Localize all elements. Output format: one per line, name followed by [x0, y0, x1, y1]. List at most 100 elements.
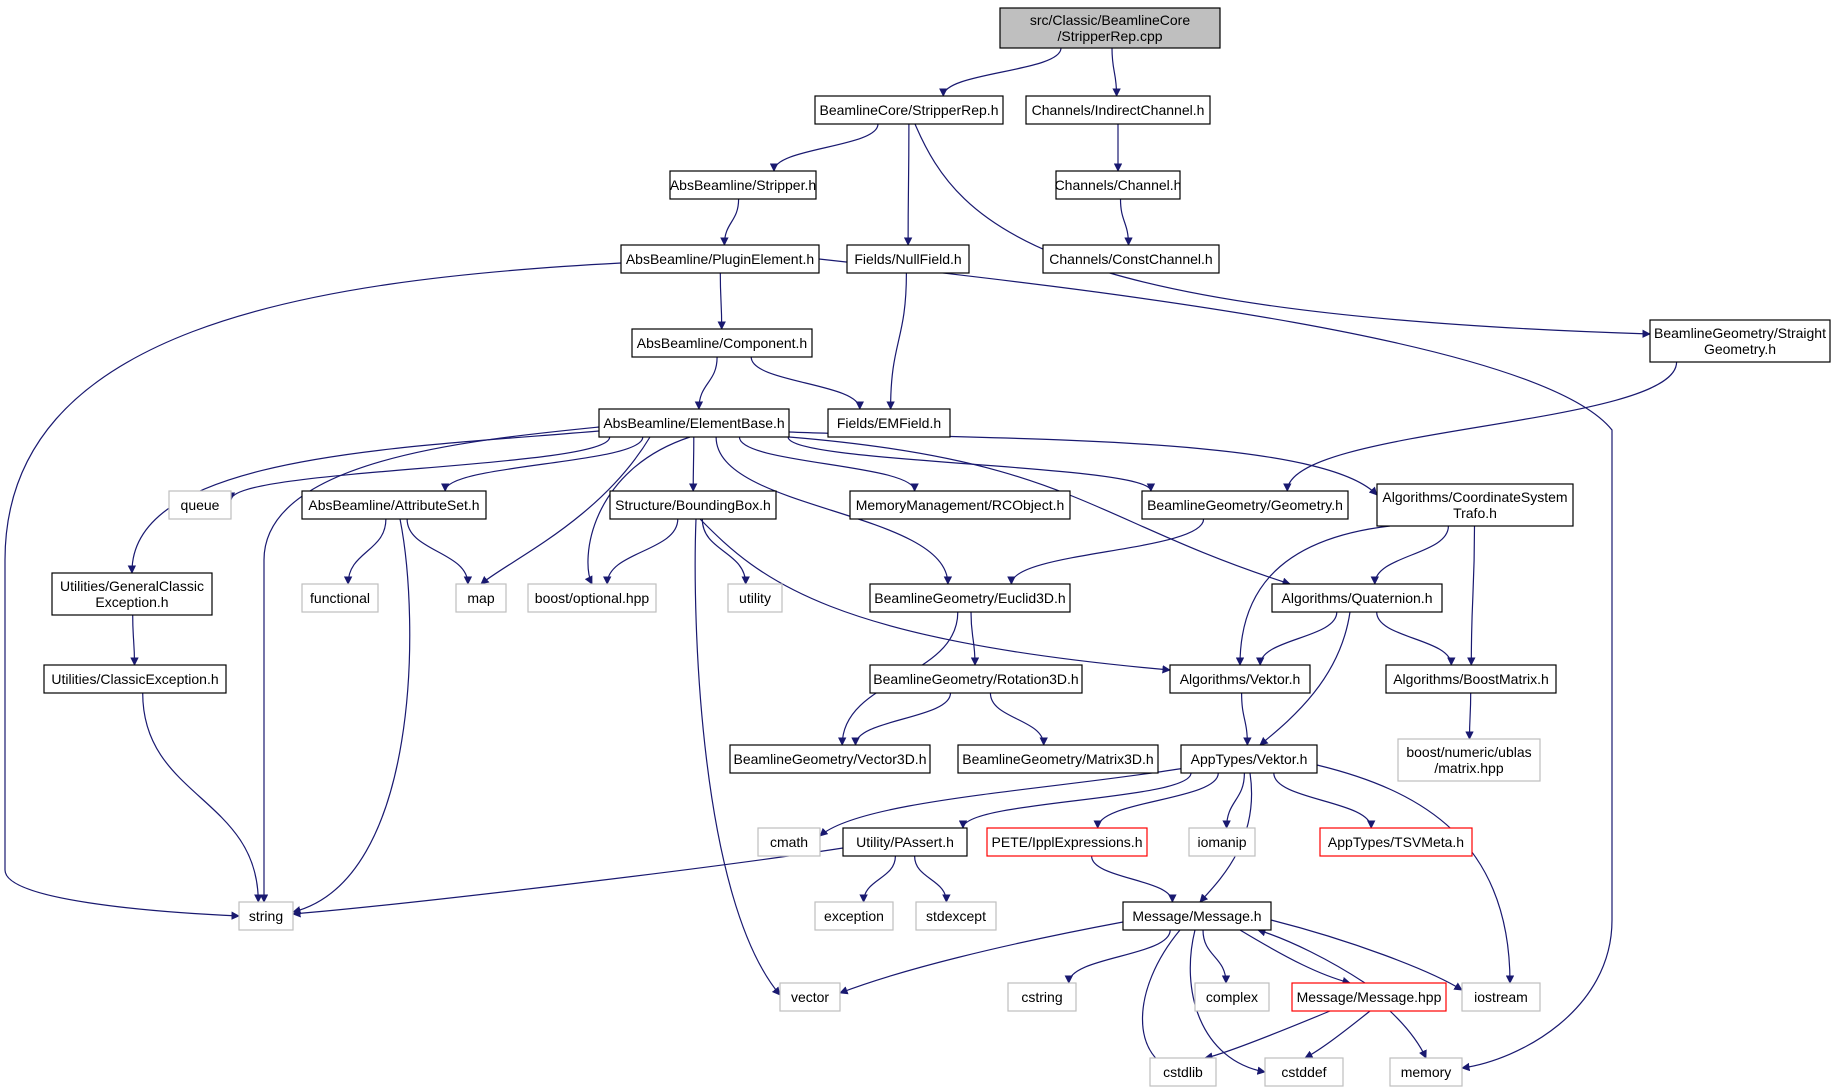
node-label: queue — [181, 497, 220, 513]
node-boundingbox[interactable]: Structure/BoundingBox.h — [609, 490, 777, 520]
node-utility: utility — [727, 583, 783, 613]
edge-message_hpp-to-message_h — [1257, 928, 1366, 984]
node-queue: queue — [168, 490, 232, 520]
node-constchannel[interactable]: Channels/ConstChannel.h — [1042, 244, 1220, 274]
node-box — [814, 901, 894, 931]
node-emfield[interactable]: Fields/EMField.h — [827, 408, 951, 438]
node-label: AbsBeamline/ElementBase.h — [603, 415, 784, 431]
node-matrix3d[interactable]: BeamlineGeometry/Matrix3D.h — [957, 744, 1159, 774]
edge-straightgeom-to-geometry — [1283, 361, 1678, 492]
node-component[interactable]: AbsBeamline/Component.h — [631, 328, 813, 358]
node-box — [846, 244, 970, 274]
node-box — [814, 95, 1004, 125]
node-label: boost/numeric/ublas — [1406, 744, 1531, 760]
node-iostream: iostream — [1461, 982, 1541, 1012]
node-vector3d[interactable]: BeamlineGeometry/Vector3D.h — [729, 744, 931, 774]
node-box — [842, 827, 968, 857]
node-label: Algorithms/CoordinateSystem — [1382, 489, 1567, 505]
edge-message_h-to-cstddef — [1189, 929, 1266, 1075]
node-rotation3d[interactable]: BeamlineGeometry/Rotation3D.h — [869, 664, 1083, 694]
node-complex: complex — [1194, 982, 1270, 1012]
node-geometry[interactable]: BeamlineGeometry/Geometry.h — [1141, 490, 1349, 520]
node-attributeset[interactable]: AbsBeamline/AttributeSet.h — [301, 490, 487, 520]
node-message-h[interactable]: Message/Message.h — [1122, 901, 1272, 931]
node-label: exception — [824, 908, 884, 924]
node-box — [1122, 901, 1272, 931]
node-box — [669, 170, 817, 200]
node-box — [51, 572, 213, 616]
node-box — [779, 982, 841, 1012]
node-indirectchannel[interactable]: Channels/IndirectChannel.h — [1025, 95, 1211, 125]
node-box — [1291, 982, 1447, 1012]
node-label: AppTypes/TSVMeta.h — [1328, 834, 1464, 850]
node-channel-h[interactable]: Channels/Channel.h — [1055, 170, 1182, 200]
node-label: iostream — [1474, 989, 1528, 1005]
node-box — [1319, 827, 1473, 857]
node-label: AbsBeamline/AttributeSet.h — [308, 497, 479, 513]
node-label: AbsBeamline/Stripper.h — [670, 177, 816, 193]
node-pluginelement[interactable]: AbsBeamline/PluginElement.h — [620, 244, 820, 274]
node-ipplexpr[interactable]: PETE/IpplExpressions.h — [986, 827, 1148, 857]
edge-pluginelement-to-memory — [818, 258, 1613, 1072]
node-tsvmeta[interactable]: AppTypes/TSVMeta.h — [1319, 827, 1473, 857]
node-label: iomanip — [1197, 834, 1246, 850]
node-stripperrep-h[interactable]: BeamlineCore/StripperRep.h — [814, 95, 1004, 125]
node-iomanip: iomanip — [1188, 827, 1256, 857]
node-box — [1025, 95, 1211, 125]
edge-attributeset-to-map — [406, 518, 473, 585]
node-ublasmatrix: boost/numeric/ublas/matrix.hpp — [1397, 738, 1541, 782]
node-box — [1141, 490, 1349, 520]
node-label: BeamlineGeometry/Geometry.h — [1147, 497, 1343, 513]
node-root[interactable]: src/Classic/BeamlineCore/StripperRep.cpp — [999, 7, 1221, 49]
node-box — [1007, 982, 1077, 1012]
edge-elementbase-to-map — [480, 436, 651, 585]
node-exception: exception — [814, 901, 894, 931]
edge-component-to-emfield — [750, 356, 864, 410]
node-label: /StripperRep.cpp — [1057, 28, 1162, 44]
node-box — [1389, 1057, 1463, 1087]
edge-stripperrep_h-to-nullfield — [903, 123, 913, 246]
node-classicexc[interactable]: Utilities/ClassicException.h — [43, 664, 227, 694]
node-boostmatrix[interactable]: Algorithms/BoostMatrix.h — [1385, 664, 1557, 694]
node-cstddef: cstddef — [1264, 1057, 1344, 1087]
node-label: src/Classic/BeamlineCore — [1030, 12, 1190, 28]
node-elementbase[interactable]: AbsBeamline/ElementBase.h — [598, 408, 790, 438]
node-label: Trafo.h — [1453, 505, 1497, 521]
edge-root-to-indirectchannel — [1111, 47, 1121, 97]
edge-attributeset-to-string — [292, 518, 411, 915]
node-vektor-alg[interactable]: Algorithms/Vektor.h — [1169, 664, 1311, 694]
node-message-hpp[interactable]: Message/Message.hpp — [1291, 982, 1447, 1012]
edge-elementbase-to-string — [259, 426, 600, 903]
node-rcobject[interactable]: MemoryManagement/RCObject.h — [849, 490, 1071, 520]
node-euclid3d[interactable]: BeamlineGeometry/Euclid3D.h — [869, 583, 1071, 613]
node-box — [827, 408, 951, 438]
node-quaternion[interactable]: Algorithms/Quaternion.h — [1271, 583, 1443, 613]
node-label: BeamlineGeometry/Euclid3D.h — [874, 590, 1065, 606]
edge-apptypes_vektor-to-iomanip — [1222, 772, 1245, 829]
node-label: cstring — [1021, 989, 1062, 1005]
edge-message_h-to-cstdlib — [1142, 929, 1181, 1075]
node-box — [455, 583, 507, 613]
node-apptypes-vektor[interactable]: AppTypes/Vektor.h — [1180, 744, 1318, 774]
edge-message_h-to-iostream — [1270, 919, 1463, 991]
node-label: BeamlineGeometry/Straight — [1654, 325, 1826, 341]
node-label: Algorithms/Quaternion.h — [1282, 590, 1433, 606]
node-label: map — [467, 590, 494, 606]
edge-channel_h-to-constchannel — [1119, 198, 1133, 246]
node-box — [168, 490, 232, 520]
node-stripper-h[interactable]: AbsBeamline/Stripper.h — [669, 170, 817, 200]
edges-layer — [4, 47, 1678, 1075]
edge-stripper_h-to-pluginelement — [720, 198, 740, 246]
node-nullfield[interactable]: Fields/NullField.h — [846, 244, 970, 274]
node-box — [915, 901, 997, 931]
node-passert[interactable]: Utility/PAssert.h — [842, 827, 968, 857]
edge-elementbase-to-rcobject — [738, 436, 919, 492]
edge-passert-to-exception — [859, 855, 896, 903]
node-label: Utility/PAssert.h — [856, 834, 954, 850]
node-label: functional — [310, 590, 370, 606]
node-box — [1055, 170, 1181, 200]
node-box — [1149, 1057, 1217, 1087]
